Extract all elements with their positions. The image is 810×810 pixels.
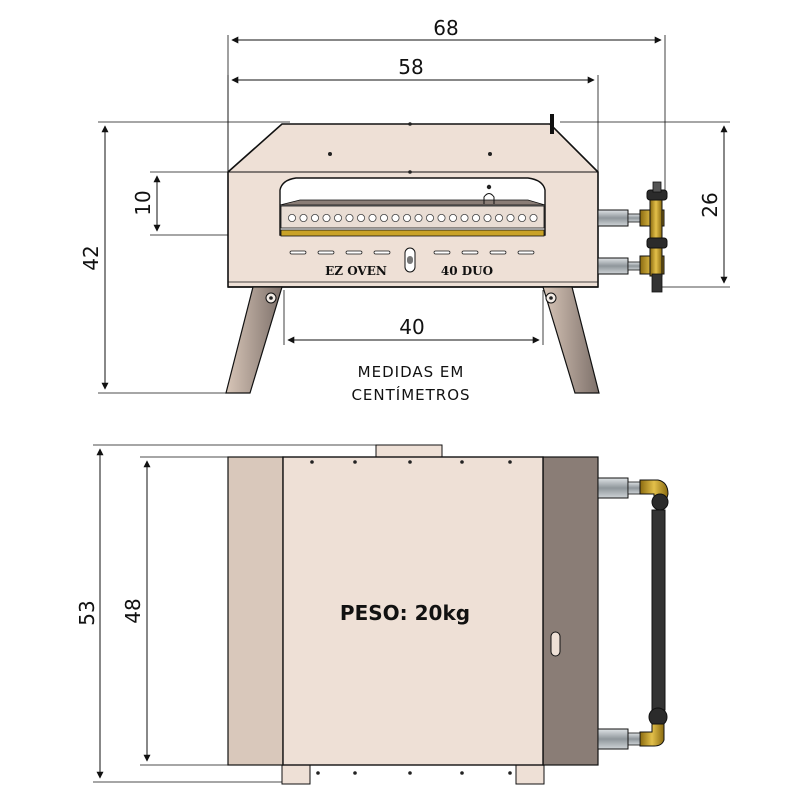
- units-note-line2: CENTÍMETROS: [351, 385, 470, 404]
- burner-hole: [333, 213, 342, 222]
- vent-slots: [289, 250, 535, 255]
- rivet: [310, 460, 314, 464]
- burner-hole: [414, 213, 423, 222]
- vent-slot: [433, 250, 451, 255]
- burner-hole: [506, 213, 515, 222]
- gas-hose: [651, 509, 666, 711]
- rivet: [508, 771, 512, 775]
- rivet: [353, 771, 357, 775]
- front-view: EZ OVEN 40 DUO 68: [79, 16, 730, 404]
- burner-row: [280, 205, 545, 229]
- burner-hole: [391, 213, 400, 222]
- burner-hole: [356, 213, 365, 222]
- gas-inlet-lower: [597, 237, 668, 293]
- dim-body-width: 58: [398, 55, 423, 79]
- dimension-53: 53: [75, 448, 104, 779]
- gas-manifold: [597, 477, 669, 750]
- vent-slot: [489, 250, 507, 255]
- right-leg: [542, 286, 600, 394]
- extension-lines-top: [93, 444, 380, 783]
- left-leg: [225, 286, 283, 394]
- rivet: [328, 152, 332, 156]
- brand-model-left: EZ OVEN: [325, 264, 387, 278]
- burner-hole: [425, 213, 434, 222]
- burner-holes: [287, 213, 538, 222]
- burner-hole: [437, 213, 446, 222]
- foot-left: [281, 764, 311, 785]
- dim-opening-height: 10: [131, 190, 155, 215]
- dim-body-depth: 48: [121, 598, 145, 623]
- rivet: [488, 152, 492, 156]
- brand-model-right: 40 DUO: [441, 264, 493, 278]
- vent-slot: [345, 250, 363, 255]
- side-panel-right: [542, 456, 599, 766]
- vent-slot: [289, 250, 307, 255]
- back-chimney: [375, 444, 443, 459]
- dimension-58: 58: [231, 55, 595, 84]
- dimension-10: 10: [131, 175, 161, 232]
- dim-gas-inlet-spacing: 26: [698, 192, 722, 217]
- vent-slot: [373, 250, 391, 255]
- burner-hole: [529, 213, 538, 222]
- vent-slot: [517, 250, 535, 255]
- gas-inlet-upper: [597, 181, 668, 247]
- rivet: [460, 460, 464, 464]
- dim-overall-depth: 53: [75, 600, 99, 625]
- dimension-26: 26: [698, 125, 728, 284]
- dim-overall-width: 68: [433, 16, 458, 40]
- rivet: [508, 460, 512, 464]
- dim-overall-height: 42: [79, 245, 103, 270]
- rivet: [353, 460, 357, 464]
- vent-slot: [461, 250, 479, 255]
- top-view: PESO: 20kg 53 48: [75, 444, 669, 785]
- pizza-stone: [280, 229, 545, 237]
- rivet: [408, 170, 412, 174]
- burner-hole: [299, 213, 308, 222]
- rivet: [408, 771, 412, 775]
- weight-label: PESO: 20kg: [340, 601, 470, 625]
- oven-top-panel: [282, 456, 544, 766]
- rivet: [316, 771, 320, 775]
- burner-hole: [287, 213, 296, 222]
- burner-hole: [310, 213, 319, 222]
- door-handle: [550, 631, 561, 657]
- side-panel-left: [227, 456, 284, 766]
- burner-hole: [483, 213, 492, 222]
- rivet: [408, 460, 412, 464]
- burner-hole: [448, 213, 457, 222]
- thermometer-icon: [483, 184, 495, 204]
- dimension-42: 42: [79, 125, 109, 390]
- burner-hole: [322, 213, 331, 222]
- burner-hole: [402, 213, 411, 222]
- burner-hole: [345, 213, 354, 222]
- burner-hole: [368, 213, 377, 222]
- rivet: [408, 122, 412, 126]
- vent-slot: [317, 250, 335, 255]
- rivet: [460, 771, 464, 775]
- dimension-48: 48: [121, 460, 151, 762]
- dimension-40: 40: [287, 315, 540, 344]
- foot-right: [515, 764, 545, 785]
- dim-opening-width: 40: [399, 315, 424, 339]
- units-note-line1: MEDIDAS EM: [358, 363, 465, 381]
- burner-hole: [379, 213, 388, 222]
- top-rivets: [310, 460, 512, 775]
- burner-hole: [471, 213, 480, 222]
- burner-hole: [518, 213, 527, 222]
- burner-hole: [460, 213, 469, 222]
- burner-hole: [494, 213, 503, 222]
- dimension-68: 68: [231, 16, 662, 44]
- extension-lines-front: [98, 35, 730, 394]
